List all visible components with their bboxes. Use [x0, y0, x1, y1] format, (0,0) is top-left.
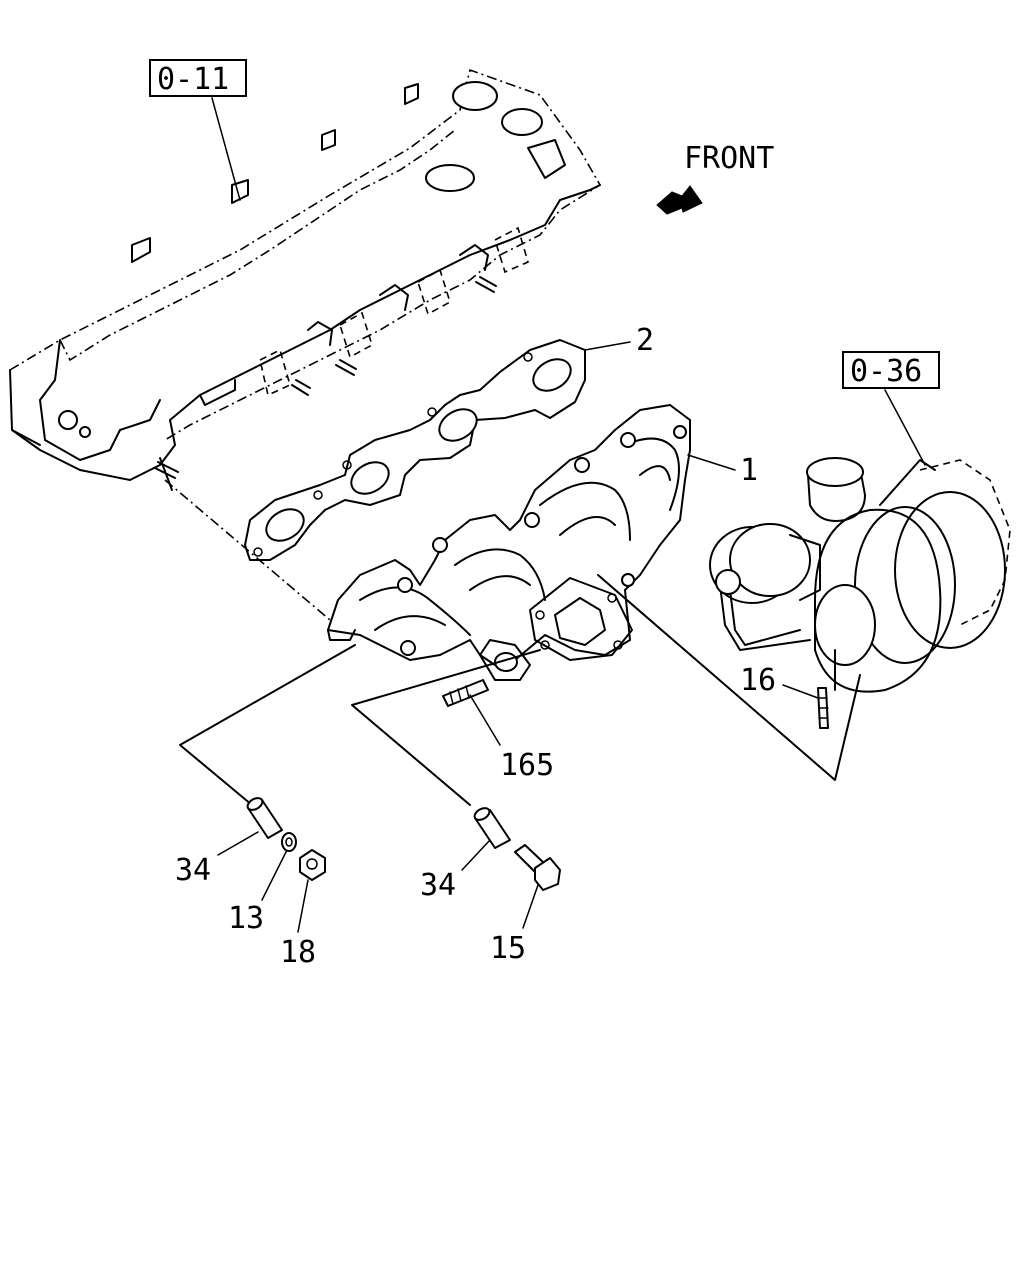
- leader-stud-16: [782, 684, 819, 699]
- callout-spacer-left: 34: [175, 853, 211, 888]
- assembly-line-right: [351, 649, 541, 806]
- front-label: FRONT: [684, 141, 774, 176]
- ref-box-turbocharger: [842, 351, 940, 389]
- callout-bolt: 15: [490, 931, 526, 966]
- callout-stud-165: 165: [500, 748, 554, 783]
- stud-16: [817, 687, 829, 729]
- cylinder-head: [9, 68, 602, 491]
- ref-box-cylinder-head: [149, 59, 247, 97]
- turbocharger: [709, 457, 1011, 693]
- leader-washer: [261, 847, 289, 901]
- callout-stud-16: 16: [740, 663, 776, 698]
- leader-gasket: [584, 341, 631, 351]
- exhaust-manifold: [327, 404, 691, 681]
- callout-spacer-right: 34: [420, 868, 456, 903]
- centerline-head-stud: [164, 479, 331, 621]
- callout-manifold: 1: [740, 453, 758, 488]
- exhaust-gasket: [244, 339, 586, 561]
- callout-nut: 18: [280, 935, 316, 970]
- nut: [299, 849, 326, 881]
- leader-nut: [297, 879, 309, 933]
- spacer-right: [473, 807, 511, 849]
- leader-stud-165: [469, 694, 501, 746]
- leader-bolt: [522, 884, 539, 929]
- ref-cylinder-head: 0-11: [157, 62, 229, 97]
- leader-cylinder-head: [211, 97, 241, 201]
- leader-manifold: [687, 454, 736, 471]
- assembly-line-left: [179, 644, 356, 811]
- washer: [281, 832, 297, 852]
- spacer-left: [246, 797, 283, 839]
- leader-turbocharger: [884, 389, 926, 466]
- stud-165: [442, 679, 489, 707]
- leader-spacer-left: [217, 831, 259, 856]
- washer-hole: [285, 837, 293, 847]
- callout-gasket: 2: [636, 323, 654, 358]
- front-arrow-icon: [656, 185, 703, 215]
- leader-spacer-right: [461, 839, 491, 871]
- callout-washer: 13: [228, 901, 264, 936]
- ref-turbocharger: 0-36: [850, 354, 922, 389]
- assembly-line-turbo: [597, 574, 861, 781]
- bolt: [514, 844, 561, 891]
